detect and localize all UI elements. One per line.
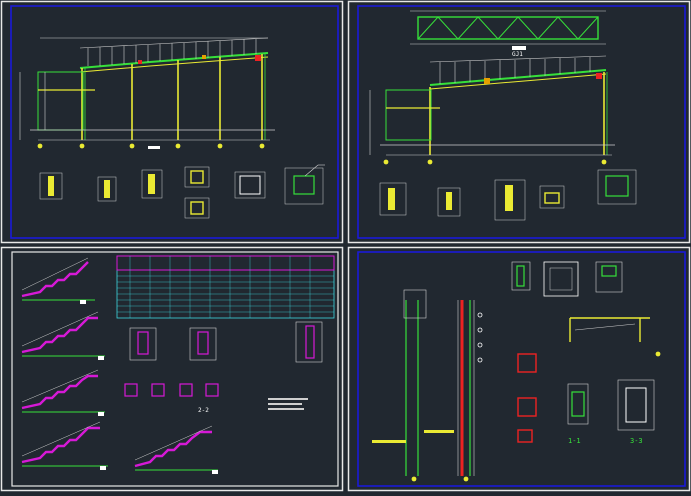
schedule-table [116,255,335,319]
stair-sections [21,257,218,474]
drawing-border-top-left [10,5,339,239]
stair-details-left [124,321,323,410]
label-section-1-1: 1-1 [568,437,581,445]
truss-elevation [410,10,606,50]
panel-frame-bottom-right [347,246,691,492]
panel-frame-bottom-left [0,246,344,492]
column-elevations [372,289,483,482]
connection-details-row-right [379,169,637,221]
label-section-3-3: 3-3 [630,437,643,445]
drawing-border-bottom-right [357,251,686,487]
section-details-right [511,261,661,443]
drawing-border-bottom-left [11,251,339,487]
connection-details-row-left [39,164,325,219]
panel-frame-top-right [347,0,691,244]
frame-elevation-right [369,55,615,165]
panel-frame-top-left [0,0,344,244]
drawing-border-top-right [357,5,686,239]
frame-elevation-left [19,37,275,149]
label-section-2-2: 2-2 [198,407,209,414]
label-truss: GJ1 [512,51,523,58]
